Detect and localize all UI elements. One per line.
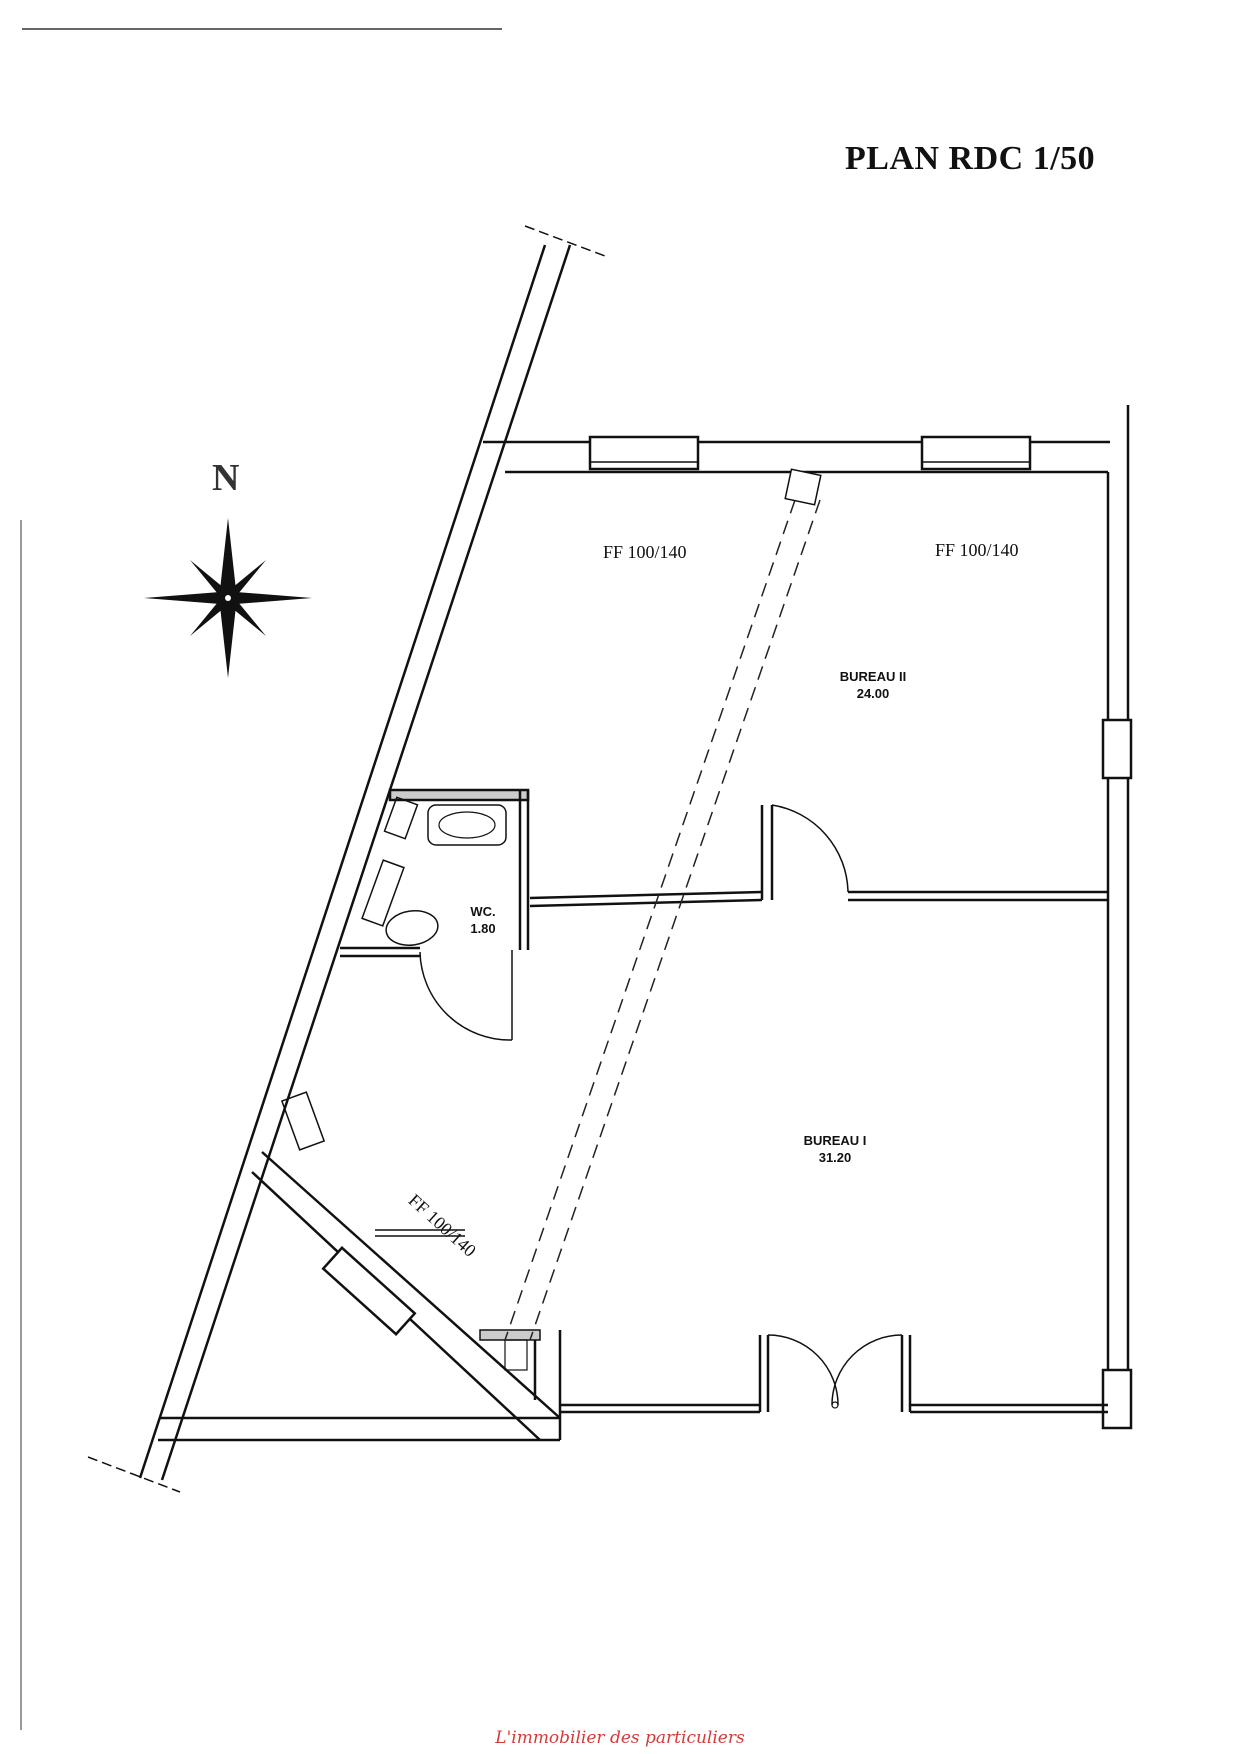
door-bureau-ii xyxy=(771,804,849,893)
scan-top-line xyxy=(22,28,502,30)
toilet-icon xyxy=(385,910,439,946)
diagonal-wall-outer xyxy=(138,244,547,1479)
window-label-bureau-ii-left: FF 100/140 xyxy=(603,542,687,562)
room-name: BUREAU I xyxy=(803,1133,867,1148)
door-bureau-i-left xyxy=(767,1334,839,1406)
diagonal-wall-inner xyxy=(160,244,572,1481)
room-area: 31.20 xyxy=(818,1150,852,1165)
door-wc xyxy=(419,951,513,1041)
footer-brand: L'immobilier des particuliers xyxy=(495,1728,745,1748)
partition-left xyxy=(529,890,763,900)
scan-left-edge xyxy=(20,520,22,1730)
plan-title: PLAN RDC 1/50 xyxy=(845,140,1096,177)
sink-icon xyxy=(427,804,507,846)
window-top-left xyxy=(588,435,700,471)
north-label: N xyxy=(212,457,240,499)
annex-wall-outer xyxy=(261,1151,561,1419)
room-name: BUREAU II xyxy=(839,669,907,684)
window-top-right xyxy=(920,435,1032,471)
right-pillar-lower xyxy=(1101,1368,1133,1430)
room-name: WC. xyxy=(470,904,496,919)
dashed-beam-line xyxy=(504,499,821,1341)
room-wc: WC. 1.80 xyxy=(458,903,508,937)
compass-rose-icon xyxy=(144,518,312,678)
room-area: 24.00 xyxy=(856,686,890,701)
room-area: 1.80 xyxy=(470,921,496,936)
right-pillar-upper xyxy=(1101,718,1133,780)
door-bureau-i-right xyxy=(831,1334,903,1406)
window-label-bureau-ii-right: FF 100/140 xyxy=(935,540,1019,560)
wc-walls xyxy=(388,788,530,802)
room-bureau-ii: BUREAU II 24.00 xyxy=(838,668,908,702)
annex-window xyxy=(321,1246,417,1336)
room-bureau-i: BUREAU I 31.20 xyxy=(800,1132,870,1166)
